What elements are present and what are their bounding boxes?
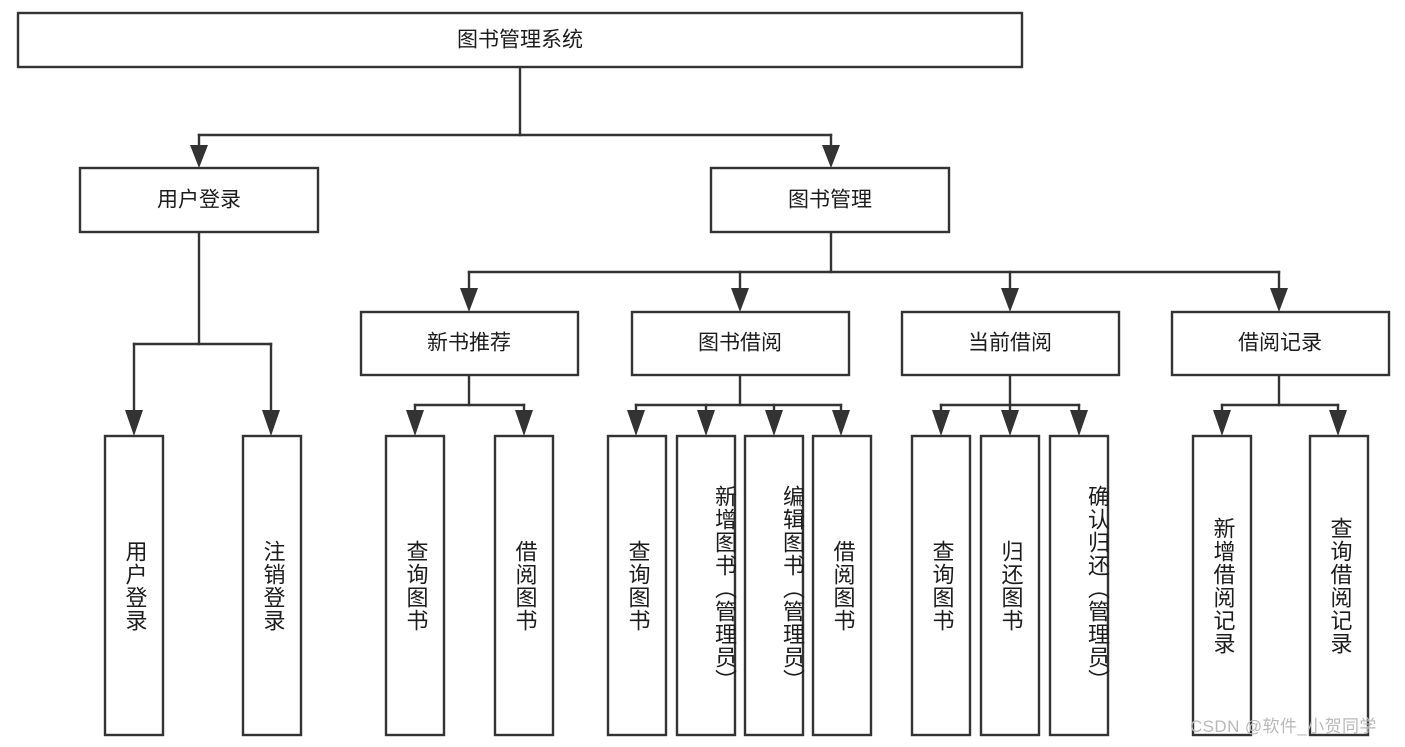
node-borrow-record-label: 借阅记录 <box>1238 332 1322 355</box>
connector-currentborrow-to-leaves <box>932 373 1088 436</box>
csdn-watermark: CSDN @软件_小贺同学 <box>1190 717 1377 736</box>
leaf-box <box>493 434 555 737</box>
leaf-box <box>1308 434 1370 737</box>
node-borrow-record[interactable]: 借阅记录 <box>1170 310 1391 377</box>
leaf-box <box>384 434 446 737</box>
leaf-box <box>743 434 805 737</box>
connector-newbook-to-leaves <box>406 373 533 436</box>
leaf-box <box>606 434 668 737</box>
leaf-box <box>910 434 972 737</box>
node-user-login-label: 用户登录 <box>157 189 241 212</box>
leaf-box <box>979 434 1041 737</box>
leaf-box <box>241 434 303 737</box>
node-book-borrow[interactable]: 图书借阅 <box>630 310 851 377</box>
connector-borrowrecord-to-leaves <box>1213 373 1347 436</box>
node-current-borrow[interactable]: 当前借阅 <box>900 310 1121 377</box>
node-new-book-recommend[interactable]: 新书推荐 <box>359 310 580 377</box>
connector-root-to-level2 <box>190 65 840 168</box>
leaf-box <box>811 434 873 737</box>
leaf-box <box>675 434 737 737</box>
node-book-management[interactable]: 图书管理 <box>709 166 951 234</box>
node-user-login[interactable]: 用户登录 <box>78 166 320 234</box>
leaf-box <box>1048 434 1110 737</box>
node-current-borrow-label: 当前借阅 <box>968 332 1052 355</box>
node-new-book-recommend-label: 新书推荐 <box>427 332 511 355</box>
connector-bookmgmt-to-level3 <box>460 230 1288 312</box>
connector-userlogin-to-leaves <box>125 230 280 436</box>
node-book-borrow-label: 图书借阅 <box>698 332 782 355</box>
leaf-boxes <box>103 434 1370 737</box>
node-root-label: 图书管理系统 <box>457 29 583 52</box>
leaf-box <box>103 434 165 737</box>
node-book-management-label: 图书管理 <box>788 189 872 212</box>
connector-bookborrow-to-leaves <box>627 373 850 436</box>
leaf-box <box>1191 434 1253 737</box>
node-root[interactable]: 图书管理系统 <box>16 11 1024 69</box>
